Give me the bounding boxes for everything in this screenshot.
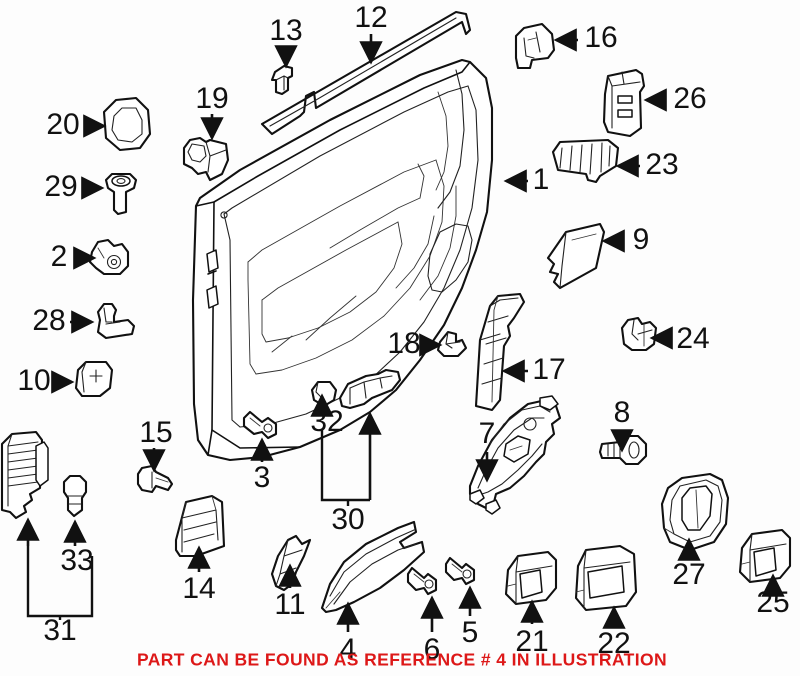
part-19-tweeter-speaker xyxy=(182,136,230,182)
callout-22: 22 xyxy=(597,627,630,660)
reference-note-text: PART CAN BE FOUND AS REFERENCE # 4 IN IL… xyxy=(137,650,667,670)
bracket-30 xyxy=(320,430,370,502)
callout-23: 23 xyxy=(645,148,678,181)
callout-20: 20 xyxy=(46,108,79,141)
part-31-lamp-assembly xyxy=(0,430,49,520)
part-14-end-cap-trim xyxy=(174,494,226,558)
callout-9: 9 xyxy=(633,223,650,256)
part-9-cover-panel xyxy=(546,222,606,290)
part-24-switch-clip xyxy=(620,316,658,352)
callout-3: 3 xyxy=(254,461,271,494)
callout-4: 4 xyxy=(340,633,357,666)
callout-13: 13 xyxy=(269,14,302,47)
callout-17: 17 xyxy=(532,353,565,386)
callout-29: 29 xyxy=(44,170,77,203)
callout-12: 12 xyxy=(354,1,387,34)
callout-1: 1 xyxy=(533,163,550,196)
callout-27: 27 xyxy=(672,558,705,591)
part-30-handle-set xyxy=(338,368,402,410)
callout-14: 14 xyxy=(182,572,215,605)
part-27-master-window-switch xyxy=(660,472,730,552)
callout-numbers: 1 2 3 4 5 6 7 8 9 10 11 12 13 14 15 16 1… xyxy=(17,1,789,666)
callout-11: 11 xyxy=(274,588,305,621)
part-20-grommet-seal xyxy=(102,96,152,152)
part-3-screw xyxy=(242,410,278,440)
part-2-retainer-clip xyxy=(88,238,130,276)
part-6-bolt xyxy=(406,566,438,596)
callout-32: 32 xyxy=(310,405,343,438)
callout-24: 24 xyxy=(676,322,709,355)
part-10-cap-plug xyxy=(74,360,114,398)
callout-25: 25 xyxy=(756,586,789,619)
callout-28: 28 xyxy=(32,304,65,337)
part-25-window-switch xyxy=(738,528,792,584)
part-22-window-switch-double xyxy=(574,544,638,612)
part-17-side-trim-strip xyxy=(474,292,526,412)
part-18-clip-bracket xyxy=(436,330,468,358)
part-28-clip-fastener xyxy=(96,302,136,340)
callout-10: 10 xyxy=(17,364,50,397)
part-29-screw-cap xyxy=(104,172,138,216)
callout-2: 2 xyxy=(51,240,68,273)
leader-lines xyxy=(16,28,785,632)
callout-31: 31 xyxy=(43,614,76,647)
part-5-bolt xyxy=(444,556,476,586)
callout-26: 26 xyxy=(673,82,706,115)
callout-15: 15 xyxy=(139,416,172,449)
part-7-door-pull-handle xyxy=(468,395,562,515)
part-33-bulb xyxy=(62,474,88,518)
callout-7: 7 xyxy=(479,417,496,450)
callout-6: 6 xyxy=(424,633,441,666)
callout-5: 5 xyxy=(462,616,479,649)
part-13-clip xyxy=(270,64,294,96)
part-16-mirror-trim-cover xyxy=(514,22,556,70)
door-trim-panel-part-1 xyxy=(191,58,494,462)
group-brackets xyxy=(26,430,370,620)
part-21-window-switch xyxy=(504,550,558,606)
callout-8: 8 xyxy=(614,396,631,429)
part-26-mirror-adjust-switch xyxy=(602,68,646,138)
callout-21: 21 xyxy=(515,625,548,658)
part-23-speaker-grille xyxy=(551,138,620,184)
callout-18: 18 xyxy=(387,327,420,360)
callout-19: 19 xyxy=(195,82,228,115)
callout-33: 33 xyxy=(60,544,93,577)
part-12-upper-trim-molding xyxy=(260,10,472,136)
callout-16: 16 xyxy=(584,21,617,54)
callout-30: 30 xyxy=(331,503,364,536)
